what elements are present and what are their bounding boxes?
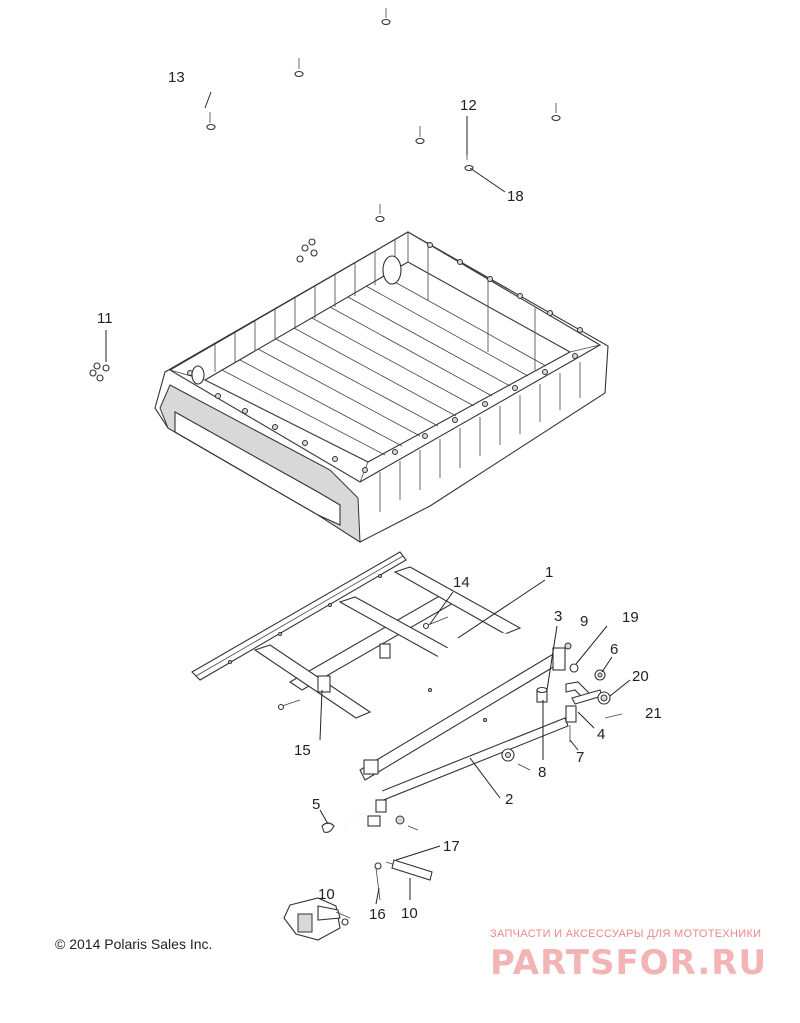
clip-6 xyxy=(594,669,606,681)
box-frame xyxy=(191,551,569,804)
nuts-left-cluster xyxy=(296,238,318,263)
bushing-3 xyxy=(536,686,548,703)
callout-10-lower: 10 xyxy=(401,905,418,922)
callout-6: 6 xyxy=(610,641,618,658)
bracket-4 xyxy=(565,681,603,723)
rubber-19 xyxy=(569,663,579,673)
floor-ribs xyxy=(221,275,547,456)
callout-labels: 13 12 18 11 14 1 3 9 19 6 20 21 4 7 15 8… xyxy=(97,69,662,923)
bolt-top-5 xyxy=(375,204,385,223)
nut-9 xyxy=(564,642,572,650)
leader-lines xyxy=(105,91,631,905)
rim-holes xyxy=(187,242,583,473)
callout-21: 21 xyxy=(645,705,662,722)
callout-11: 11 xyxy=(97,310,113,327)
clip-5 xyxy=(321,822,335,833)
gas-strut xyxy=(374,859,433,901)
bolt-top-2 xyxy=(294,58,304,78)
watermark-logo: PARTSFOR.RU xyxy=(490,943,768,983)
bolt-13 xyxy=(206,112,216,131)
bolt-12 xyxy=(464,122,474,172)
callout-14: 14 xyxy=(453,574,470,591)
bolt-top-4 xyxy=(551,103,561,122)
bolt-14 xyxy=(422,616,449,630)
callout-13: 13 xyxy=(168,69,185,86)
grommet-20 xyxy=(597,691,611,705)
linear-actuator xyxy=(283,897,351,941)
rubber-bumper-2 xyxy=(501,748,515,762)
callout-9: 9 xyxy=(580,613,588,630)
callout-16: 16 xyxy=(369,906,386,923)
callout-8: 8 xyxy=(538,764,546,781)
callout-19: 19 xyxy=(622,609,639,626)
callout-1: 1 xyxy=(545,564,553,581)
callout-18: 18 xyxy=(507,188,524,205)
callout-3: 3 xyxy=(554,608,562,625)
callout-5: 5 xyxy=(312,796,320,813)
bolt-lower xyxy=(517,763,531,771)
watermark-tagline: ЗАПЧАСТИ И АКСЕССУАРЫ ДЛЯ МОТОТЕХНИКИ xyxy=(490,928,762,940)
callout-7: 7 xyxy=(576,749,584,766)
callout-20: 20 xyxy=(632,668,649,685)
bolt-15 xyxy=(277,699,301,711)
copyright-notice: © 2014 Polaris Sales Inc. xyxy=(55,936,213,952)
callout-4: 4 xyxy=(597,726,605,743)
latch-rod xyxy=(344,769,419,831)
side-wall-ribs xyxy=(379,362,581,512)
callout-2: 2 xyxy=(505,791,513,808)
callout-10-upper: 10 xyxy=(318,886,335,903)
bolt-top-center xyxy=(381,8,391,26)
callout-17: 17 xyxy=(443,838,460,855)
callout-15: 15 xyxy=(294,742,311,759)
cargo-box xyxy=(154,231,609,543)
bolt-top-3 xyxy=(415,126,425,145)
callout-12: 12 xyxy=(460,97,477,114)
pin-21 xyxy=(604,713,623,719)
